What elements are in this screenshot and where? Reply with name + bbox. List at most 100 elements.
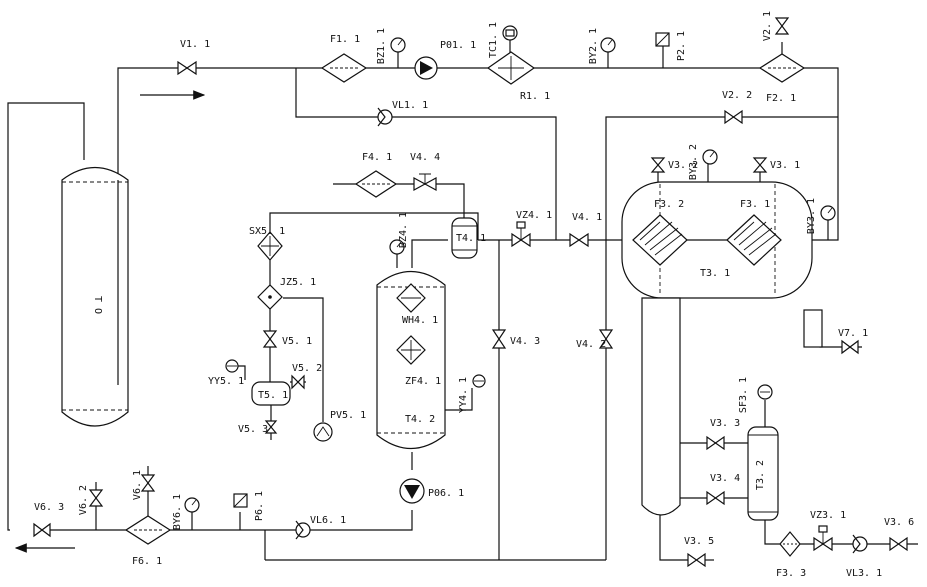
gauge-bz4-1: BZ4. 1: [389, 212, 409, 255]
label-t5-1: T5. 1: [258, 390, 288, 401]
valve-v3-5: V3. 5: [684, 536, 714, 568]
valve-v6-2: V6. 2: [78, 482, 104, 515]
vessel-t4-2: WH4. 1 ZF4. 1 T4. 2: [376, 271, 446, 449]
valve-v7-1: V7. 1: [838, 328, 868, 355]
valve-v4-3: V4. 3: [491, 329, 540, 349]
label-v4-2: V4. 2: [576, 339, 606, 350]
vessel-t0: T O: [61, 167, 129, 427]
label-f4-1: F4. 1: [362, 152, 392, 163]
valve-v2-1: V2. 1: [762, 11, 790, 41]
label-vz4-1: VZ4. 1: [516, 210, 552, 221]
label-v6-1: V6. 1: [132, 470, 143, 500]
label-v4-3: V4. 3: [510, 336, 540, 347]
gauge-by3-1: BY3. 1: [806, 198, 836, 234]
valve-v4-2: V4. 2: [576, 329, 614, 350]
label-p06-1: P06. 1: [428, 488, 464, 499]
valve-v4-4: V4. 4: [410, 152, 440, 192]
label-p6-1: P6. 1: [254, 491, 265, 521]
valve-v6-1: V6. 1: [132, 466, 156, 500]
label-bz4-1: BZ4. 1: [398, 212, 409, 248]
valve-v2-2: V2. 2: [722, 90, 752, 125]
check-valve-vl6-1: VL6. 1: [295, 515, 346, 540]
valve-v5-3: V5. 3: [238, 420, 278, 435]
valve-v6-3: V6. 3: [33, 502, 64, 538]
label-p2-1: P2. 1: [676, 31, 687, 61]
label-v5-2: V5. 2: [292, 363, 322, 374]
label-v5-3: V5. 3: [238, 424, 268, 435]
valve-vz3-1: VZ3. 1: [810, 510, 846, 552]
label-p01-1: P01. 1: [440, 40, 476, 51]
flow-arrows: [14, 90, 206, 553]
label-v1-1: V1. 1: [180, 39, 210, 50]
pump-pv5-1: PV5. 1: [313, 410, 366, 442]
filter-f4-1: F4. 1: [354, 152, 398, 198]
label-vz3-1: VZ3. 1: [810, 510, 846, 521]
filter-f1-1: F1. 1: [320, 34, 368, 83]
label-t3-1: T3. 1: [700, 268, 730, 279]
vessel-t3-2: T3. 2: [747, 426, 779, 521]
exchanger-r1-1: R1. 1: [486, 51, 550, 102]
label-t3-2: T3. 2: [755, 460, 766, 490]
label-v3-6: V3. 6: [884, 517, 914, 528]
label-bz1-1: BZ1. 1: [376, 28, 387, 64]
pump-p06-1: P06. 1: [399, 478, 464, 504]
label-v2-2: V2. 2: [722, 90, 752, 101]
label-f6-1: F6. 1: [132, 556, 162, 567]
label-v7-1: V7. 1: [838, 328, 868, 339]
label-f3-3: F3. 3: [776, 568, 806, 579]
valve-vz4-1: VZ4. 1: [511, 210, 552, 248]
valve-v5-2: V5. 2: [291, 363, 322, 390]
filter-f6-1: F6. 1: [124, 515, 172, 567]
gauge-yy4-1: YY4. 1: [458, 374, 486, 413]
label-v3-5: V3. 5: [684, 536, 714, 547]
gauge-bz1-1: BZ1. 1: [376, 28, 406, 64]
valve-v3-4: V3. 4: [706, 473, 740, 506]
label-f1-1: F1. 1: [330, 34, 360, 45]
label-vl6-1: VL6. 1: [310, 515, 346, 526]
label-yy5-1: YY5. 1: [208, 376, 244, 387]
label-by3-1: BY3. 1: [806, 198, 817, 234]
check-valve-vl3-1: VL3. 1: [846, 534, 882, 579]
vessel-t5-1: T5. 1: [251, 381, 291, 406]
label-v6-2: V6. 2: [78, 485, 89, 515]
sensor-p6-1: P6. 1: [233, 491, 265, 521]
gauge-by2-1: BY2. 1: [588, 28, 616, 64]
label-v4-1: V4. 1: [572, 212, 602, 223]
gauge-by6-1: BY6. 1: [172, 494, 200, 530]
vessel-t4-1: T4. 1: [451, 217, 486, 259]
sensor-p2-1: P2. 1: [655, 31, 687, 61]
label-zf4-1: ZF4. 1: [405, 376, 441, 387]
filter-f3-3: F3. 3: [776, 531, 806, 579]
label-wh4-1: WH4. 1: [402, 315, 438, 326]
exchanger-sx5-1: SX5. 1: [249, 226, 285, 261]
label-jz5-1: JZ5. 1: [280, 277, 316, 288]
valve-v3-3: V3. 3: [706, 418, 740, 451]
label-t4-1: T4. 1: [456, 233, 486, 244]
valve-v5-1: V5. 1: [262, 330, 312, 348]
v7-1-reservoir: [803, 309, 823, 348]
label-by2-1: BY2. 1: [588, 28, 599, 64]
label-yy4-1: YY4. 1: [458, 377, 469, 413]
valve-v4-1: V4. 1: [569, 212, 602, 248]
label-sf3-1: SF3. 1: [738, 377, 749, 413]
label-f3-2: F3. 2: [654, 199, 684, 210]
filter-f2-1: F2. 1: [758, 53, 806, 104]
filter-jz5-1: JZ5. 1: [257, 277, 316, 310]
label-r1-1: R1. 1: [520, 91, 550, 102]
label-v3-3: V3. 3: [710, 418, 740, 429]
label-v2-1: V2. 1: [762, 11, 773, 41]
vessel-t3-1: T3. 1 F3. 2 F3. 1: [621, 181, 813, 516]
label-vl1-1: VL1. 1: [392, 100, 428, 111]
label-v5-1: V5. 1: [282, 336, 312, 347]
label-v3-2: V3. 2: [668, 160, 698, 171]
label-by3-2: BY3. 2: [688, 144, 699, 180]
gauge-tc1-1: TC1. 1: [488, 22, 518, 58]
label-t4-2: T4. 2: [405, 414, 435, 425]
gauge-sf3-1: SF3. 1: [738, 377, 773, 413]
label-sx5-1: SX5. 1: [249, 226, 285, 237]
gauge-by3-2: BY3. 2: [688, 144, 718, 180]
label-tc1-1: TC1. 1: [488, 22, 499, 58]
label-v3-4: V3. 4: [710, 473, 740, 484]
gauge-yy5-1: YY5. 1: [208, 359, 244, 387]
